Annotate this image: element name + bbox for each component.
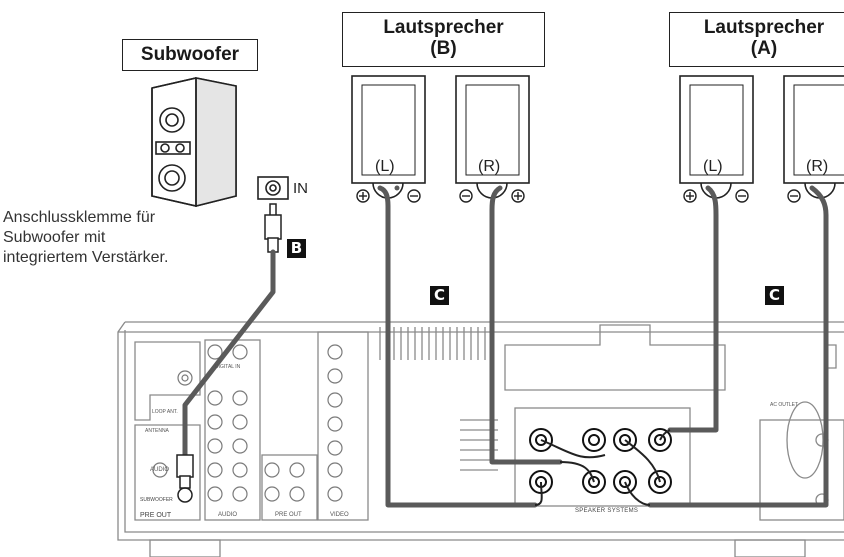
rca-jacks: [152, 344, 343, 502]
panel-video-label: VIDEO: [330, 512, 349, 518]
panel-digital-in-label: DIGITAL IN: [215, 364, 241, 370]
caption-line2: Subwoofer mit: [3, 229, 106, 246]
speakers-a-label-box: Lautsprecher (A): [669, 12, 844, 67]
panel-audio-label-2: AUDIO: [218, 512, 238, 518]
speaker-cabinets: [351, 75, 844, 184]
speaker-a-left-label: (L): [703, 158, 723, 175]
speaker-b-left-label: (L): [375, 158, 395, 175]
cable-c-badge-left: C: [430, 286, 449, 305]
speaker-cabinet-terminals: [372, 182, 836, 199]
in-label: IN: [293, 180, 308, 197]
pre-out-label: PRE OUT: [140, 512, 172, 519]
speaker-systems-label: SPEAKER SYSTEMS: [575, 508, 639, 514]
caption-line3: integriertem Verstärker.: [3, 249, 169, 266]
speakers-b-label-line1: Lautsprecher: [383, 17, 504, 38]
caption-line1: Anschlussklemme für: [3, 209, 156, 226]
panel-antenna-label: ANTENNA: [145, 428, 169, 434]
speakers-b-label-box: Lautsprecher (B): [342, 12, 545, 67]
speakers-a-label-line2: (A): [750, 38, 778, 59]
panel-loop-ant-label: LOOP ANT.: [152, 409, 178, 415]
cable-loops: [534, 429, 671, 506]
polarity-signs: [356, 189, 801, 203]
rca-plug-bottom: [176, 454, 194, 503]
subwoofer-label: Subwoofer: [140, 44, 240, 65]
subwoofer-in-jack: [257, 176, 289, 200]
cables: [182, 185, 829, 508]
rca-plug-top: [264, 203, 282, 253]
cable-c-badge-right: C: [765, 286, 784, 305]
panel-subwoofer-label: SUBWOOFER: [140, 497, 173, 503]
speaker-a-right-label: (R): [806, 158, 829, 175]
subwoofer-label-box: Subwoofer: [122, 39, 258, 71]
panel-audio-label: AUDIO: [150, 467, 170, 473]
cable-b-badge: B: [287, 239, 306, 258]
speakers-b-label-line2: (B): [430, 38, 457, 59]
speaker-b-right-label: (R): [478, 158, 501, 175]
panel-pre-out-label-2: PRE OUT: [275, 512, 302, 518]
receiver-back-panel: [117, 321, 844, 557]
subwoofer-illustration: [151, 77, 237, 208]
speakers-a-label-line1: Lautsprecher: [703, 17, 825, 38]
subwoofer-caption: Anschlussklemme für Subwoofer mit integr…: [3, 208, 243, 268]
panel-ac-outlet-label: AC OUTLET: [770, 402, 799, 408]
